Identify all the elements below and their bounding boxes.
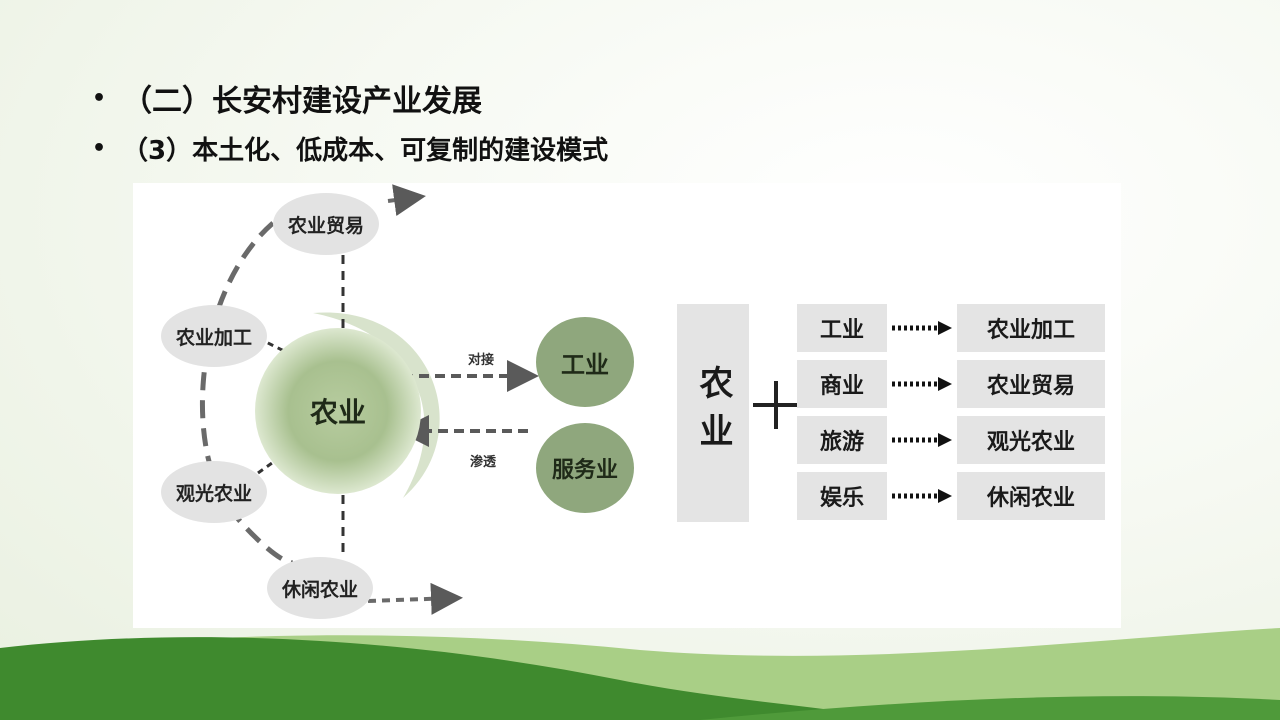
combo-right: 休闲农业 (957, 472, 1105, 520)
dotted-arrow-icon (892, 321, 952, 335)
satellite-node: 观光农业 (161, 461, 267, 523)
combo-row: 商业 农业贸易 (797, 360, 1107, 408)
main-agriculture-box: 农业 (677, 304, 749, 522)
heading-line-2: • （3）本土化、低成本、可复制的建设模式 (92, 130, 608, 167)
crescent-shape (313, 312, 440, 498)
arrow-trade-out (387, 184, 426, 217)
combo-left: 娱乐 (797, 472, 887, 520)
dotted-arrow-icon (892, 377, 952, 391)
combo-left: 商业 (797, 360, 887, 408)
heading-line-1: • （二）长安村建设产业发展 (92, 76, 482, 120)
combo-rows: 工业 农业加工 商业 农业贸易 旅游 观光农业 娱乐 休闲农业 (797, 304, 1107, 524)
combo-left: 工业 (797, 304, 887, 352)
dotted-arrow-icon (892, 433, 952, 447)
arrow-leisure-out (367, 582, 463, 615)
combo-right: 观光农业 (957, 416, 1105, 464)
satellite-node: 休闲农业 (267, 557, 373, 619)
diagram-panel: 农业 农业贸易 农业加工 观光农业 休闲农业 对接 渗透 工业 服务业 农业 工… (133, 183, 1121, 628)
heading-text-2: （3）本土化、低成本、可复制的建设模式 (122, 136, 609, 166)
main-agriculture-label: 农业 (693, 365, 733, 461)
satellite-node: 农业贸易 (273, 193, 379, 255)
center-glow (255, 328, 421, 494)
sector-node: 服务业 (536, 423, 634, 513)
dotted-arrow-icon (892, 489, 952, 503)
bullet-dot: • (92, 85, 107, 111)
combo-right: 农业加工 (957, 304, 1105, 352)
combo-row: 旅游 观光农业 (797, 416, 1107, 464)
arrow-label-permeate: 渗透 (470, 455, 497, 470)
combo-left: 旅游 (797, 416, 887, 464)
satellite-node: 农业加工 (161, 305, 267, 367)
heading-text-1: （二）长安村建设产业发展 (122, 84, 482, 119)
center-node-label: 农业 (309, 396, 366, 429)
combo-row: 工业 农业加工 (797, 304, 1107, 352)
connector-layer (200, 184, 798, 615)
combo-right: 农业贸易 (957, 360, 1105, 408)
arrow-label-dock: 对接 (468, 353, 495, 368)
sector-node: 工业 (536, 317, 634, 407)
combo-row: 娱乐 休闲农业 (797, 472, 1107, 520)
bullet-dot: • (92, 136, 107, 161)
